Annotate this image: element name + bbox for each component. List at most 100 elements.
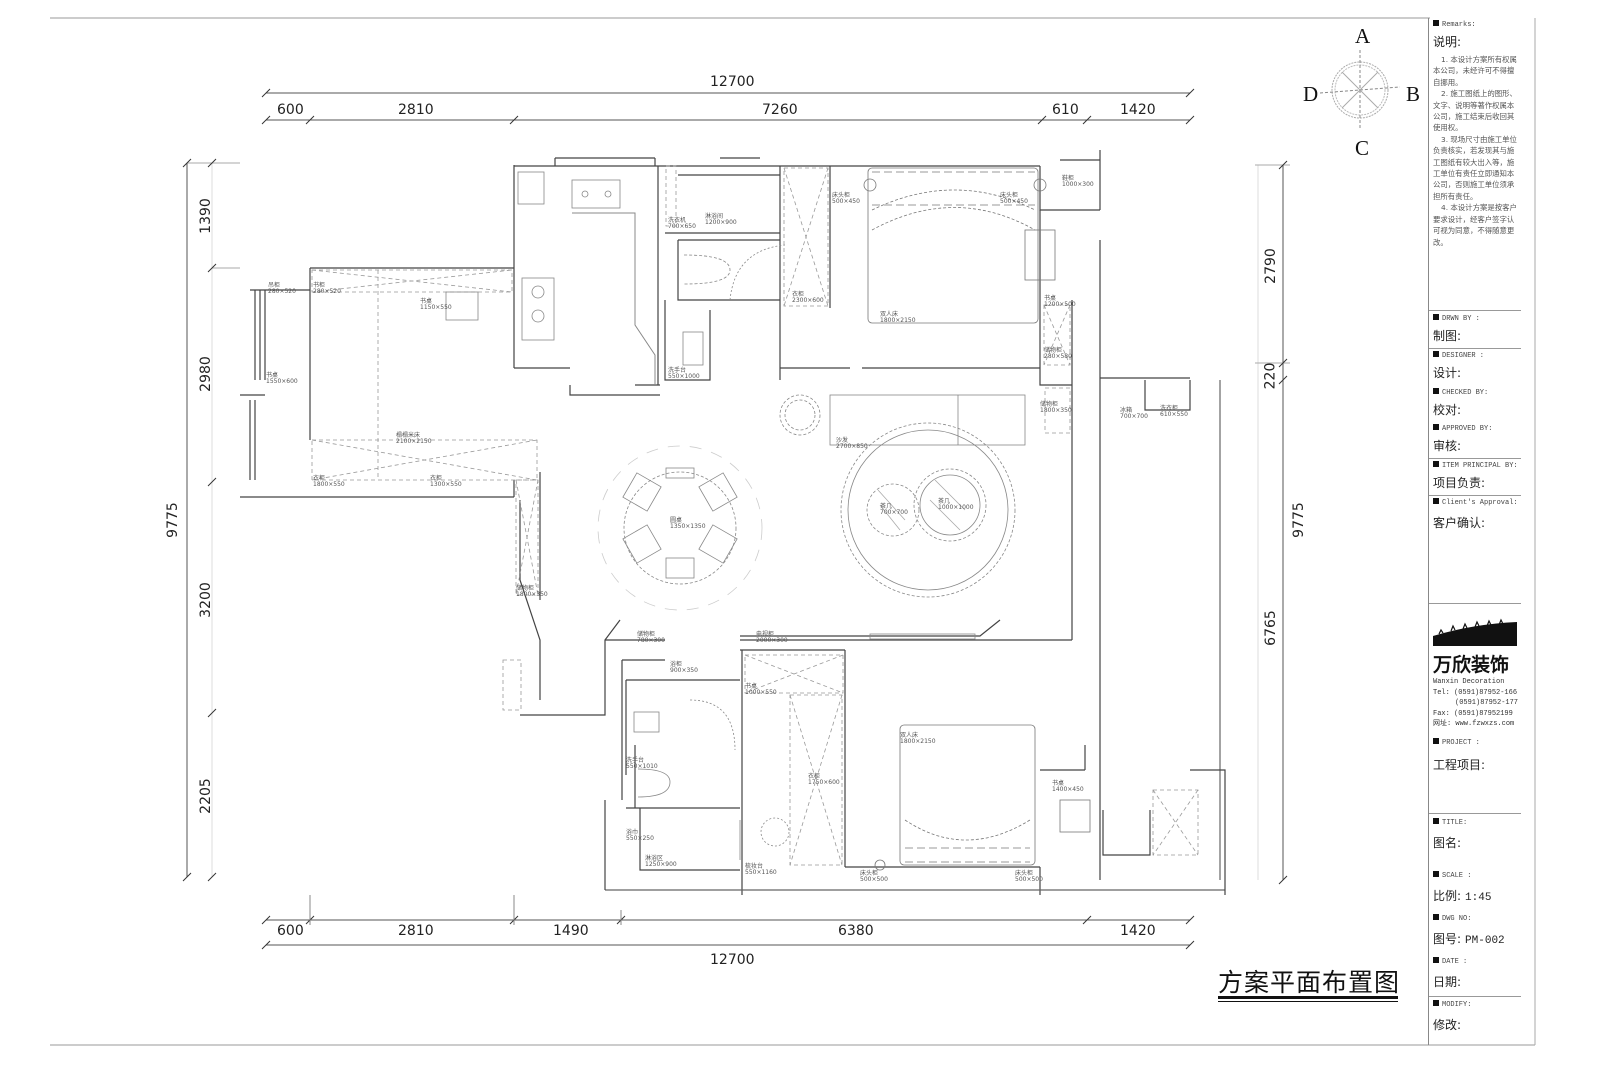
svg-text:双人床: 双人床 (900, 731, 918, 739)
svg-text:280×520: 280×520 (313, 288, 341, 295)
field-label: 设计: (1433, 366, 1462, 380)
dim-bottom-1: 600 (277, 923, 304, 939)
dim-top-1: 600 (277, 102, 304, 118)
title-block: Remarks: 说明: 1. 本设计方案所有权属本公司，未经许可不得擅自挪用。… (1428, 18, 1521, 1045)
svg-text:洗衣柜: 洗衣柜 (1160, 404, 1178, 412)
svg-text:衣柜: 衣柜 (313, 474, 325, 482)
second-bed (874, 724, 1091, 871)
svg-text:书柜: 书柜 (313, 281, 325, 289)
field-header: CHECKED BY: (1433, 388, 1523, 398)
svg-text:1800×350: 1800×350 (516, 591, 548, 598)
svg-text:储物柜: 储物柜 (1044, 346, 1062, 354)
dim-bottom-5: 1420 (1120, 923, 1156, 939)
field-modify: MODIFY: 修改: (1433, 1000, 1523, 1033)
svg-text:1400×450: 1400×450 (1052, 786, 1084, 793)
svg-text:550×1160: 550×1160 (745, 869, 777, 876)
svg-text:700×700: 700×700 (880, 509, 908, 516)
company-name-cn: 万欣装饰 (1433, 654, 1510, 676)
compass-east-label: B (1406, 82, 1421, 106)
svg-text:780×300: 780×300 (637, 637, 665, 644)
svg-text:鞋柜: 鞋柜 (1062, 174, 1074, 182)
dim-bottom-3: 1490 (553, 923, 589, 939)
svg-text:榻榻米床: 榻榻米床 (396, 431, 420, 439)
title-underline (1218, 996, 1398, 999)
svg-text:1250×900: 1250×900 (645, 861, 677, 868)
svg-text:1200×900: 1200×900 (705, 219, 737, 226)
drawing-title: 方案平面布置图 (1218, 968, 1401, 997)
field-header: DWG NO: (1433, 914, 1523, 924)
dim-top-total: 12700 (710, 74, 755, 90)
svg-text:茶几: 茶几 (938, 497, 950, 505)
svg-text:500×500: 500×500 (1015, 876, 1043, 883)
svg-text:浴柜: 浴柜 (670, 660, 682, 668)
field-label: 审核: (1433, 439, 1462, 453)
remark-item: 4. 本设计方案是按客户要求设计，经客户签字认可视为同意，不得随意更改。 (1433, 203, 1517, 247)
svg-text:2100×2150: 2100×2150 (396, 438, 432, 445)
dim-left-2: 2980 (197, 356, 214, 392)
svg-text:1800×550: 1800×550 (313, 481, 345, 488)
svg-text:书桌: 书桌 (266, 371, 278, 379)
web-label: 网址: (1433, 720, 1452, 728)
divider (1429, 310, 1521, 311)
company-name-en: Wanxin Decoration (1433, 678, 1505, 686)
svg-text:2300×600: 2300×600 (792, 297, 824, 304)
svg-text:床头柜: 床头柜 (832, 191, 850, 199)
svg-text:储物柜: 储物柜 (637, 630, 655, 638)
master-bed (863, 167, 1056, 324)
svg-text:浴巾: 浴巾 (626, 828, 638, 836)
dim-top-5: 1420 (1120, 102, 1156, 118)
dimension-right (1255, 160, 1290, 885)
bathroom-fixtures (633, 244, 790, 860)
svg-text:双人床: 双人床 (880, 310, 898, 318)
dining-table (597, 445, 763, 611)
compass-west-label: D (1303, 82, 1319, 106)
field-date: DATE : 日期: (1433, 957, 1523, 990)
svg-text:1800×350: 1800×350 (1040, 407, 1072, 414)
company-logo-icon (1433, 618, 1517, 646)
svg-text:淋浴间: 淋浴间 (705, 212, 723, 220)
dim-bottom-total: 12700 (710, 952, 755, 968)
dimension-left (182, 158, 240, 882)
svg-text:梳妆台: 梳妆台 (745, 862, 763, 870)
svg-text:550×250: 550×250 (626, 835, 654, 842)
compass-icon (1319, 50, 1401, 130)
field-title: TITLE: 图名: (1433, 818, 1523, 851)
svg-text:储物柜: 储物柜 (1040, 400, 1058, 408)
svg-text:1300×550: 1300×550 (430, 481, 462, 488)
fax-number: (0591)87952199 (1454, 709, 1513, 718)
field-header: ITEM PRINCIPAL BY: (1433, 461, 1523, 471)
field-checked-by: CHECKED BY: 校对: (1433, 388, 1523, 418)
svg-text:1550×600: 1550×600 (266, 378, 298, 385)
svg-text:衣柜: 衣柜 (430, 474, 442, 482)
field-label: 校对: (1433, 403, 1462, 417)
svg-text:1800×2150: 1800×2150 (900, 738, 936, 745)
tel-2: (0591)87952-177 (1455, 699, 1519, 707)
svg-text:2000×300: 2000×300 (756, 637, 788, 644)
remarks-title: 说明: (1433, 35, 1462, 49)
divider (1429, 813, 1521, 814)
svg-text:900×350: 900×350 (670, 667, 698, 674)
field-item-principal: ITEM PRINCIPAL BY: 项目负责: (1433, 461, 1523, 491)
compass-south-label: C (1355, 136, 1370, 160)
web-address: www.fzwxzs.com (1455, 720, 1515, 728)
remarks-section: Remarks: 说明: 1. 本设计方案所有权属本公司，未经许可不得擅自挪用。… (1433, 20, 1523, 248)
svg-text:衣柜: 衣柜 (792, 290, 804, 298)
field-label: 工程项目: (1433, 758, 1486, 772)
field-header: SCALE : (1433, 871, 1523, 881)
svg-text:床头柜: 床头柜 (860, 869, 878, 877)
scale-value: 1:45 (1465, 892, 1492, 904)
field-header: MODIFY: (1433, 1000, 1523, 1010)
field-label: 图名: (1433, 836, 1462, 850)
svg-text:圆桌: 圆桌 (670, 516, 682, 524)
field-label: 日期: (1433, 975, 1462, 989)
field-drawn-by: DRWN BY : 制图: (1433, 314, 1523, 344)
svg-text:洗衣机: 洗衣机 (668, 216, 686, 224)
svg-text:沙发: 沙发 (836, 436, 848, 444)
svg-text:280×580: 280×580 (1044, 353, 1072, 360)
dim-bottom-2: 2810 (398, 923, 434, 939)
remarks-list: 1. 本设计方案所有权属本公司，未经许可不得擅自挪用。 2. 施工图纸上的图形、… (1433, 54, 1521, 248)
field-designer: DESIGNER : 设计: (1433, 351, 1523, 381)
svg-text:1200×500: 1200×500 (1044, 301, 1076, 308)
dim-bottom-4: 6380 (838, 923, 874, 939)
